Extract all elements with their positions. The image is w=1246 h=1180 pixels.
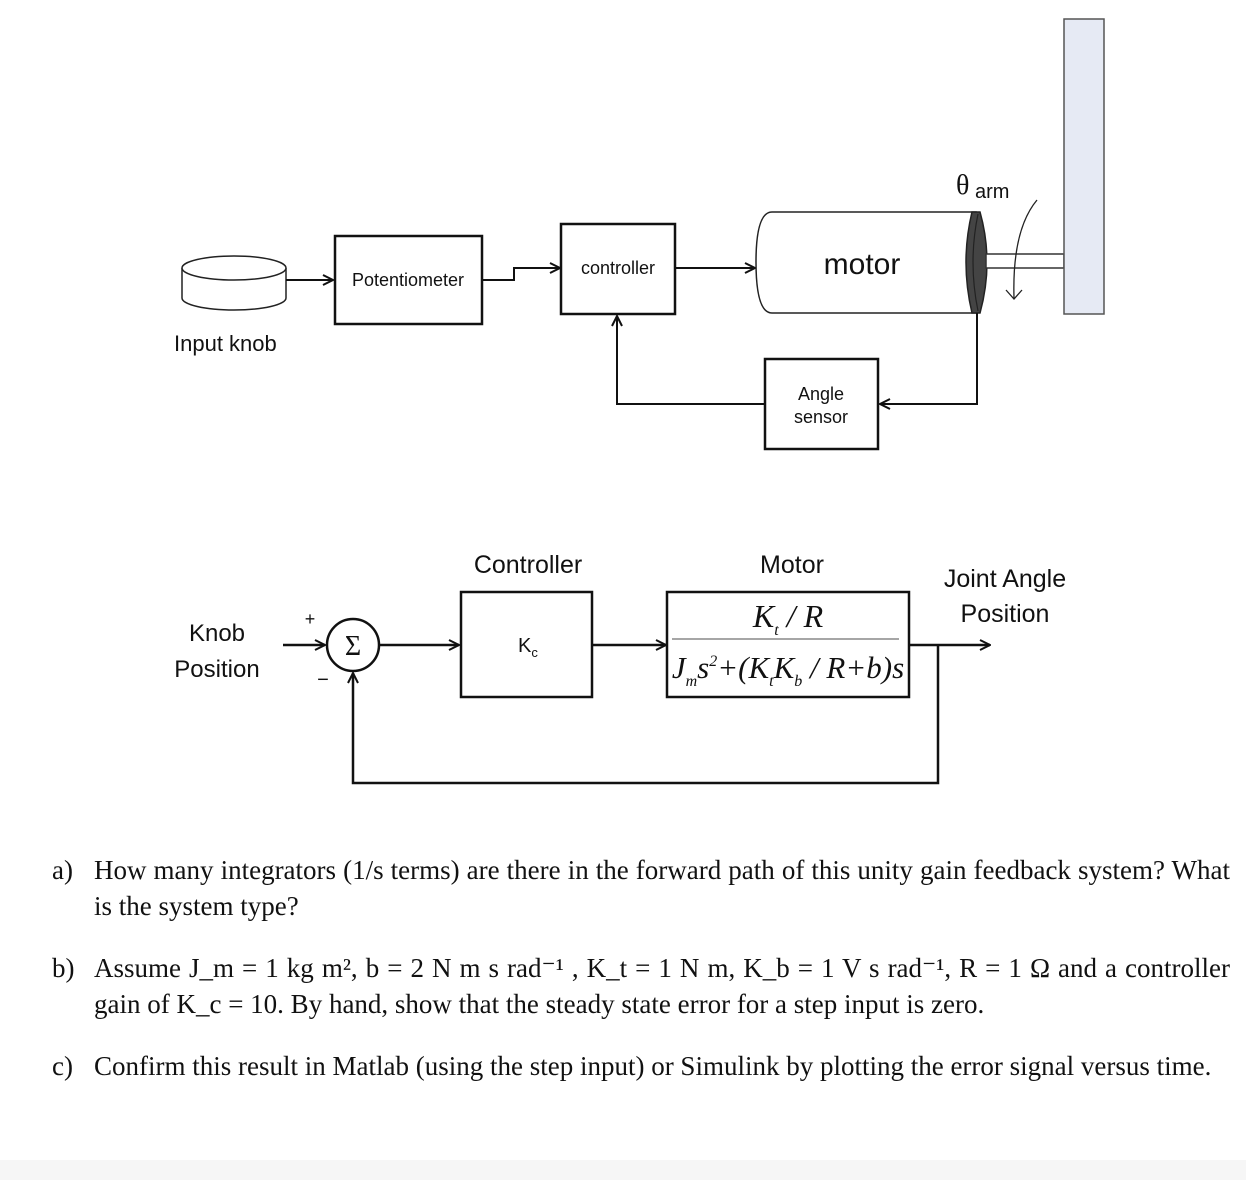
controller-gain-block (459, 590, 594, 699)
controller-label: controller (581, 258, 655, 278)
sigma-symbol: Σ (345, 631, 361, 662)
tf-denominator: Jms2+(KtKb / R+b)s (672, 650, 904, 690)
input-knob-label: Input knob (174, 331, 277, 356)
angle-sensor-label-line1: Angle (798, 384, 844, 404)
sensor-to-controller-arrow (617, 316, 765, 405)
questions-section: a) How many integrators (1/s terms) are … (52, 852, 1230, 1110)
angle-sensor-label-line2: sensor (794, 407, 848, 427)
theta-arm-symbol: θ (956, 170, 969, 201)
controller-gain-symbol: Kc (518, 635, 538, 660)
question-a: a) How many integrators (1/s terms) are … (52, 852, 1230, 924)
motor-tf-block (665, 590, 911, 699)
joint-angle-label-line2: Position (961, 600, 1050, 628)
pot-to-controller-arrow (482, 268, 560, 281)
motor-cap (965, 211, 988, 314)
question-b: b) Assume J_m = 1 kg m², b = 2 N m s rad… (52, 950, 1230, 1022)
page-bottom-strip (0, 1160, 1246, 1180)
question-text: Confirm this result in Matlab (using the… (94, 1051, 1212, 1081)
robot-arm (1063, 18, 1105, 315)
motor-title: Motor (760, 551, 824, 579)
plus-sign: + (305, 609, 316, 629)
question-text: Assume J_m = 1 kg m², b = 2 N m s rad⁻¹ … (94, 953, 1230, 1019)
knob-position-label-line1: Knob (189, 620, 245, 647)
theta-arm-subscript: arm (975, 181, 1009, 203)
motor-shaft (985, 253, 1065, 269)
potentiometer-label: Potentiometer (352, 270, 464, 290)
input-knob-icon (181, 255, 287, 311)
tf-numerator: Kt / R (752, 598, 824, 639)
diagram-canvas: Input knob Potentiometer controller moto… (174, 18, 1105, 785)
motor-to-sensor-arrow (880, 313, 978, 404)
motor-body (755, 211, 988, 314)
rotation-arrow-icon (1005, 199, 1038, 300)
question-label: c) (52, 1051, 73, 1081)
controller-block (559, 222, 677, 316)
question-label: b) (52, 953, 75, 983)
knob-position-label-line2: Position (174, 656, 259, 683)
joint-angle-label-line1: Joint Angle (944, 565, 1066, 593)
minus-sign: − (317, 669, 329, 691)
question-c: c) Confirm this result in Matlab (using … (52, 1048, 1230, 1084)
motor-label: motor (824, 248, 901, 281)
question-label: a) (52, 855, 73, 885)
angle-sensor-block (763, 357, 880, 451)
feedback-path (353, 645, 940, 785)
question-text: How many integrators (1/s terms) are the… (94, 855, 1230, 921)
controller-title: Controller (474, 551, 582, 579)
